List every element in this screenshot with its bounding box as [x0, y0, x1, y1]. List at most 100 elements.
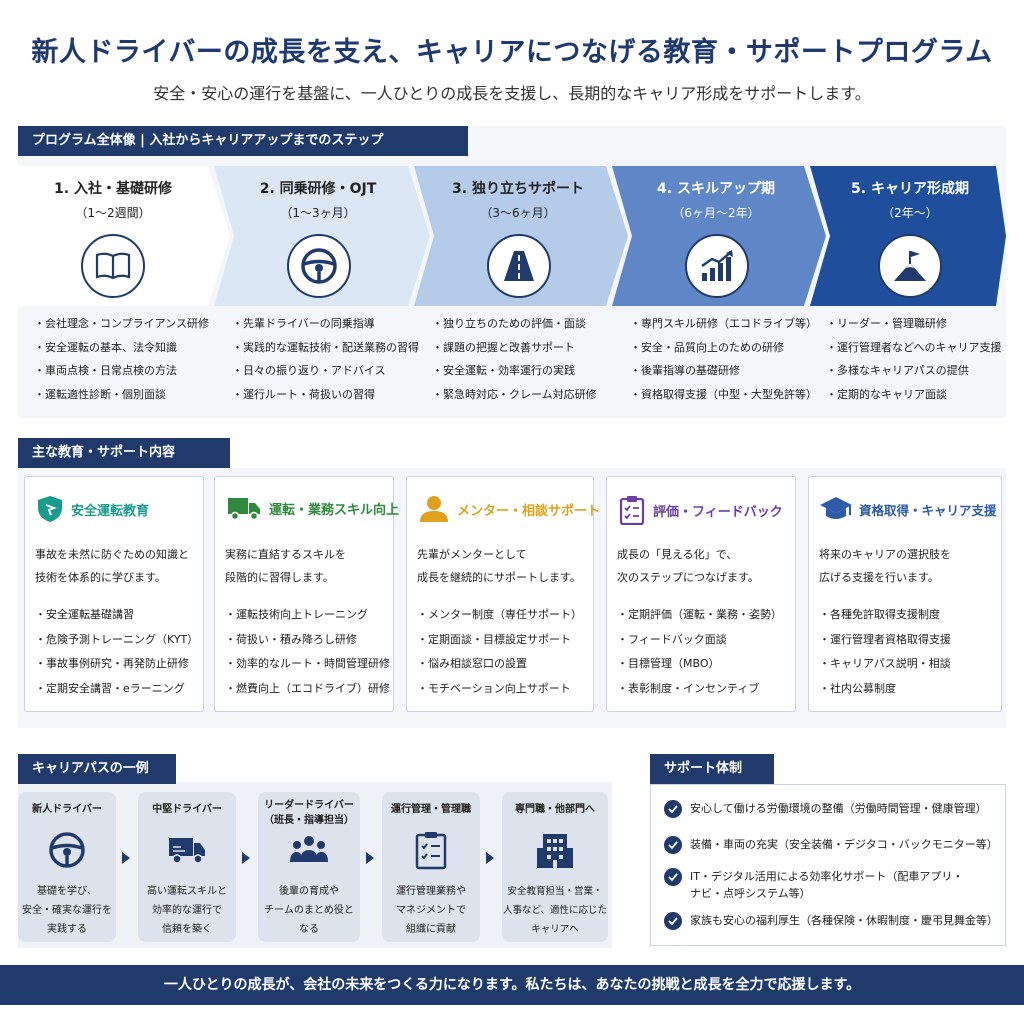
list-item: リーダー・管理職研修 [826, 312, 1001, 336]
card-title: 評価・フィードバック [653, 504, 783, 520]
support-text-line: ナビ・点呼システム等） [690, 887, 811, 900]
arrow-right-icon [366, 852, 374, 864]
list-item: キャリアパス説明・相談 [819, 652, 951, 677]
list-item: 燃費向上（エコドライブ）研修 [225, 677, 390, 702]
career-stage-desc: 高い運転スキルと 効率的な運行で 信頼を築く [138, 882, 236, 939]
check-icon [664, 800, 682, 818]
card-title: 運転・業務スキル向上 [269, 502, 400, 518]
support-item-text: IT・デジタル活用による効率化サポート（配車アプリ・ ナビ・点呼システム等） [690, 868, 963, 902]
card-desc-line: 次のステップにつなげます。 [617, 571, 759, 584]
career-stage-title-line: 運行管理・管理職 [391, 804, 471, 815]
step-1-duration: （1〜2週間） [75, 206, 151, 220]
list-item: メンター制度（専任サポート） [417, 603, 582, 628]
list-item: 各種免許取得支援制度 [819, 603, 951, 628]
step-2-list: 先輩ドライバーの同乗指導 実践的な運転技術・配送業務の習得 日々の振り返り・アド… [232, 312, 419, 406]
card-desc-line: 技術を体系的に学びます。 [35, 571, 166, 584]
career-desc-line: 信頼を築く [162, 924, 212, 935]
step-5-duration: （2年〜） [882, 206, 938, 220]
checklist-icon [411, 830, 451, 870]
career-stage-title: 運行管理・管理職 [382, 802, 480, 817]
list-item: 資格取得支援（中型・大型免許等） [630, 383, 817, 407]
card-desc-line: 先輩がメンターとして [417, 548, 527, 561]
career-desc-line: 安全・確実な運行を [22, 905, 112, 916]
step-4-list: 専門スキル研修（エコドライブ等） 安全・品質向上のための研修 後輩指導の基礎研修… [630, 312, 817, 406]
list-item: 安全・品質向上のための研修 [630, 336, 817, 360]
clipboard-icon [619, 496, 645, 525]
check-icon [664, 912, 682, 930]
program-step-3: 3. 独り立ちサポート （3〜6ヶ月） [414, 166, 628, 306]
content-card-evaluation: 評価・フィードバック 成長の「見える化」で、 次のステップにつなげます。 定期評… [606, 476, 796, 712]
steering-wheel-icon [47, 830, 87, 870]
card-desc-line: 成長を継続的にサポートします。 [417, 571, 581, 584]
career-desc-line: 安全教育担当・営業・ [507, 886, 603, 897]
list-item: 運転技術向上トレーニング [225, 603, 390, 628]
card-list: 各種免許取得支援制度 運行管理者資格取得支援 キャリアパス説明・相談 社内公募制… [819, 603, 951, 701]
arrow-right-icon [122, 852, 130, 864]
card-description: 事故を未然に防ぐための知識と 技術を体系的に学びます。 [35, 543, 189, 589]
card-description: 成長の「見える化」で、 次のステップにつなげます。 [617, 543, 759, 589]
career-desc-line: 人事など、適性に応じた [502, 905, 608, 916]
list-item: 専門スキル研修（エコドライブ等） [630, 312, 817, 336]
support-item: 安心して働ける労働環境の整備（労働時間管理・健康管理） [664, 800, 987, 818]
career-desc-line: 後輩の育成や [279, 886, 339, 897]
card-header: 安全運転教育 [37, 495, 149, 523]
list-item: 事故事例研究・再発防止研修 [35, 652, 198, 677]
list-item: 危険予測トレーニング（KYT） [35, 628, 198, 653]
list-item: モチベーション向上サポート [417, 677, 582, 702]
arrow-right-icon [242, 852, 250, 864]
support-text-line: 家族も安心の福利厚生（各種保険・休暇制度・慶弔見舞金等） [690, 914, 998, 927]
list-item: 目標管理（MBO） [617, 652, 782, 677]
career-stage-title: 中堅ドライバー [138, 802, 236, 817]
list-item: 運行管理者などへのキャリア支援 [826, 336, 1001, 360]
footer-banner: 一人ひとりの成長が、会社の未来をつくる力になります。私たちは、あなたの挑戦と成長… [0, 965, 1024, 1005]
list-item: 効率的なルート・時間管理研修 [225, 652, 390, 677]
growth-chart-icon [685, 234, 749, 298]
list-item: 安全運転の基本、法令知識 [34, 336, 209, 360]
list-item: 荷扱い・積み降ろし研修 [225, 628, 390, 653]
step-1-title: 1. 入社・基礎研修 [54, 181, 172, 197]
building-icon [535, 830, 575, 870]
career-stage-desc: 後輩の育成や チームのまとめ役と なる [258, 882, 360, 939]
page-title: 新人ドライバーの成長を支え、キャリアにつなげる教育・サポートプログラム [31, 37, 993, 68]
list-item: 多様なキャリアパスの提供 [826, 359, 1001, 383]
list-item: 定期的なキャリア面談 [826, 383, 1001, 407]
list-item: 緊急時対応・クレーム対応研修 [432, 383, 597, 407]
mountain-flag-icon [878, 234, 942, 298]
card-list: 安全運転基礎講習 危険予測トレーニング（KYT） 事故事例研究・再発防止研修 定… [35, 603, 198, 701]
list-item: 先輩ドライバーの同乗指導 [232, 312, 419, 336]
step-1-list: 会社理念・コンプライアンス研修 安全運転の基本、法令知識 車両点検・日常点検の方… [34, 312, 209, 406]
career-desc-line: 組織に貢献 [406, 924, 456, 935]
page-subtitle: 安全・安心の運行を基盤に、一人ひとりの成長を支援し、長期的なキャリア形成をサポー… [153, 84, 871, 103]
graduation-cap-icon [820, 497, 852, 519]
list-item: 安全運転基礎講習 [35, 603, 198, 628]
career-stage-title-line: （班長・指導担当） [264, 815, 354, 826]
card-description: 将来のキャリアの選択肢を 広げる支援を行います。 [819, 543, 951, 589]
card-list: 定期評価（運転・業務・姿勢） フィードバック面談 目標管理（MBO） 表彰制度・… [617, 603, 782, 701]
list-item: 車両点検・日常点検の方法 [34, 359, 209, 383]
support-text-line: IT・デジタル活用による効率化サポート（配車アプリ・ [690, 870, 964, 883]
mentor-icon [420, 496, 448, 522]
career-heading: キャリアパスの一例 [18, 754, 176, 784]
team-icon [289, 830, 329, 870]
step-3-list: 独り立ちのための評価・面談 課題の把握と改善サポート 安全運転・効率運行の実践 … [432, 312, 597, 406]
list-item: 課題の把握と改善サポート [432, 336, 597, 360]
list-item: 会社理念・コンプライアンス研修 [34, 312, 209, 336]
support-item: 家族も安心の福利厚生（各種保険・休暇制度・慶弔見舞金等） [664, 912, 998, 930]
step-3-duration: （3〜6ヶ月） [480, 206, 556, 220]
career-stage-title-line: 中堅ドライバー [152, 804, 222, 815]
program-heading: プログラム全体像 | 入社からキャリアアップまでのステップ [18, 126, 468, 156]
list-item: 定期安全講習・eラーニング [35, 677, 198, 702]
support-text-line: 安心して働ける労働環境の整備（労働時間管理・健康管理） [690, 802, 987, 815]
step-5-list: リーダー・管理職研修 運行管理者などへのキャリア支援 多様なキャリアパスの提供 … [826, 312, 1001, 406]
shield-icon [38, 496, 62, 522]
career-desc-line: チームのまとめ役と [264, 905, 354, 916]
card-header: メンター・相談サポート [419, 495, 600, 523]
card-header: 運転・業務スキル向上 [227, 495, 399, 521]
content-card-career-support: 資格取得・キャリア支援 将来のキャリアの選択肢を 広げる支援を行います。 各種免… [808, 476, 1002, 712]
career-stage-new-driver: 新人ドライバー 基礎を学び、 安全・確実な運行を 実践する [18, 792, 116, 942]
career-desc-line: 基礎を学び、 [37, 886, 97, 897]
career-desc-line: 実践する [47, 924, 87, 935]
career-stage-management: 運行管理・管理職 運行管理業務や マネジメントで 組織に貢献 [382, 792, 480, 942]
career-stage-title: リーダードライバー （班長・指導担当） [258, 798, 360, 828]
road-icon [487, 234, 551, 298]
